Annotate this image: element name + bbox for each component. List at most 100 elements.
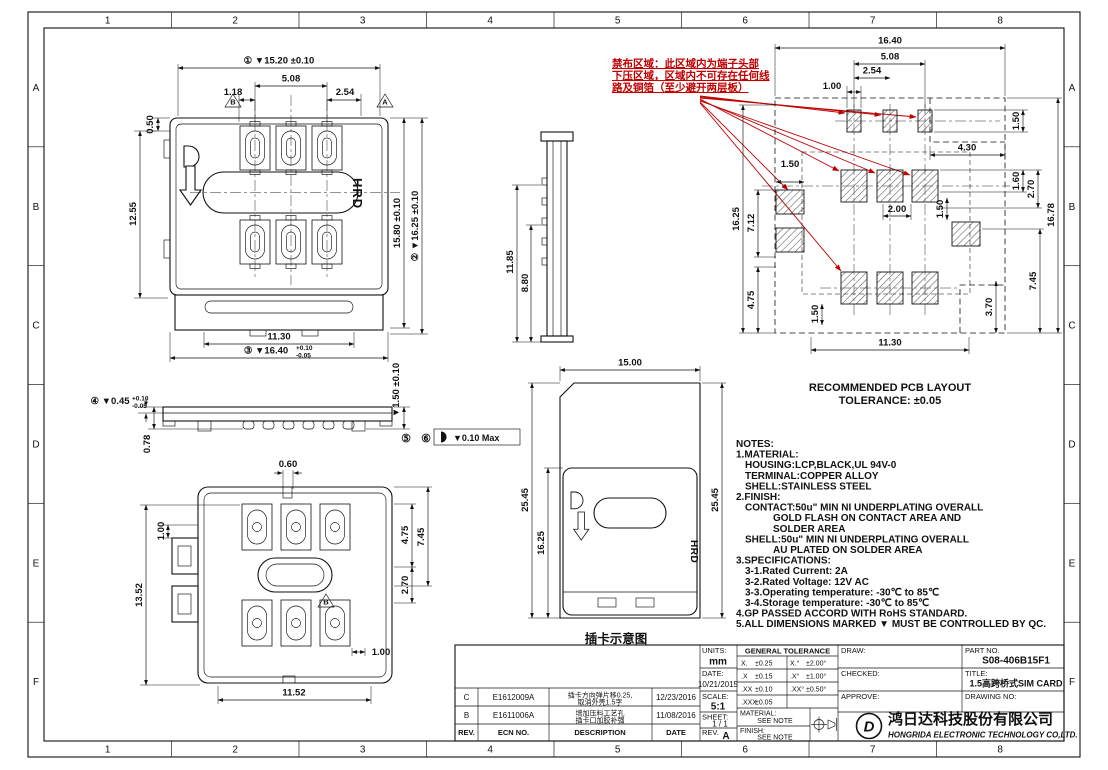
- finish-label: FINISH:: [740, 728, 765, 735]
- pcb-caption-1: RECOMMENDED PCB LAYOUT: [809, 382, 971, 394]
- dim-4-75-bv: 4.75: [400, 525, 411, 544]
- polarity-keyhole: [183, 145, 200, 168]
- dim-16-40-tol-plus: +0.10: [296, 345, 313, 352]
- bottom-view-dimensions: 0.60 13.52 1.00 4.75 7.45 2.70 1.00 11.5…: [134, 459, 432, 704]
- approve-label: APPROVE:: [841, 692, 879, 701]
- dim-7-45-bv: 7.45: [416, 527, 427, 546]
- bottom-view: B: [171, 486, 393, 684]
- pcb-dim-1-50-bottom: 1.50: [810, 305, 821, 324]
- zone-col-label: 2: [232, 745, 238, 756]
- datum-triangle-b: [224, 93, 242, 108]
- rev-desc: 插卡口加胶补强: [576, 716, 625, 725]
- note-line: 2.FINISH:: [736, 492, 780, 503]
- company-name-en: HONGRIDA ELECTRONIC TECHNOLOGY CO,LTD.: [888, 731, 1078, 740]
- tolerance-header: GENERAL TOLERANCE: [745, 647, 830, 656]
- rev-desc: 增加压料工艺孔: [576, 709, 625, 718]
- pcb-dim-16-40: 16.40: [878, 36, 902, 47]
- zone-col-label: 5: [615, 16, 621, 27]
- dim-0-45-tol-plus: +0.10: [132, 396, 149, 403]
- rev-desc: 插卡方向弹片移0.25,: [568, 691, 633, 700]
- date-value: 10/21/2015: [698, 680, 739, 689]
- insert-view-caption: 插卡示意图: [585, 631, 648, 646]
- bottom-view-outline: [197, 486, 393, 684]
- company-logo-letter: D: [864, 719, 875, 736]
- side-view: 11.85 8.80: [505, 131, 574, 343]
- datum-label-a: A: [382, 98, 388, 107]
- rev-header: REV.: [458, 728, 475, 737]
- zone-col-label: 6: [742, 745, 748, 756]
- pcb-dim-3-70: 3.70: [984, 298, 995, 317]
- zone-col-label: 3: [360, 16, 366, 27]
- zone-col-label: 7: [870, 16, 876, 27]
- tol-label: .XX: [741, 687, 753, 694]
- insert-direction-arrow-2: [573, 511, 590, 541]
- zone-col-label: 3: [360, 745, 366, 756]
- note-line: CONTACT:50u" MIN NI UNDERPLATING OVERALL: [745, 503, 983, 514]
- dim-16-40-tol-minus: -0.05: [296, 353, 311, 360]
- material-value: SEE NOTE: [757, 718, 793, 725]
- tol-value: ±0.05: [755, 700, 773, 707]
- dim-0-45-tol-minus: -0.05: [132, 403, 147, 410]
- top-view-dimensions: ① ▼15.20 ±0.10 5.08 1.18 2.54 0.50 12.55…: [128, 56, 428, 362]
- note-line: SHELL:STAINLESS STEEL: [745, 481, 872, 492]
- pcb-dim-1-00: 1.00: [823, 81, 842, 92]
- zone-col-label: 4: [487, 745, 493, 756]
- title-block: C E1612009A 插卡方向弹片移0.25, 取消外壳1.5字 12/23/…: [454, 644, 1078, 742]
- company-logo-icon: [855, 712, 883, 740]
- note-line: GOLD FLASH ON CONTACT AREA AND: [773, 513, 961, 524]
- tol-value: ±0.15: [755, 674, 773, 681]
- zone-col-label: 8: [997, 16, 1003, 27]
- dim-8-80: 8.80: [520, 274, 531, 293]
- company-name-cn: 鸿日达科技股份有限公司: [888, 710, 1053, 728]
- units-label: UNITS:: [702, 646, 727, 655]
- tol-label: .X: [741, 674, 748, 681]
- dim-11-85: 11.85: [505, 250, 516, 274]
- pcb-caption-2: TOLERANCE: ±0.05: [839, 395, 941, 407]
- zone-row-label: F: [33, 677, 39, 688]
- warning-line-1: 禁布区域：此区域内为端子头部: [611, 57, 759, 70]
- note-line: AU PLATED ON SOLDER AREA: [773, 545, 922, 556]
- dim-12-55: 12.55: [128, 201, 139, 225]
- scale-label: SCALE:: [702, 692, 729, 701]
- dim-2-54: 2.54: [336, 87, 355, 98]
- tol-label: X.°: [790, 660, 800, 668]
- dim-15-00: 15.00: [618, 358, 642, 369]
- brand-mark: HRD: [350, 178, 365, 209]
- rev-desc: 取消外壳1.5字: [578, 698, 623, 707]
- dim-11-30: 11.30: [267, 332, 290, 343]
- pcb-dim-2-54: 2.54: [863, 66, 882, 77]
- note-line: HOUSING:LCP,BLACK,UL 94V-0: [745, 460, 897, 471]
- pcb-dim-16-25: 16.25: [731, 206, 742, 230]
- dim-0-45: ④ ▼0.45: [90, 396, 130, 407]
- ecn-header: ECN NO.: [498, 728, 529, 737]
- pcb-outline: [774, 97, 1006, 334]
- dim-1-00-left: 1.00: [156, 522, 167, 541]
- dim-0-78: 0.78: [142, 435, 153, 454]
- pcb-pads: [775, 109, 981, 305]
- center-slot-2: [593, 497, 667, 529]
- draw-label: DRAW:: [841, 646, 866, 655]
- dim-1-18: 1.18: [224, 87, 243, 98]
- sheet-label: SHEET:: [702, 713, 728, 722]
- zone-row-label: A: [1069, 83, 1076, 94]
- tol-label: .X°: [790, 673, 800, 681]
- description-header: DESCRIPTION: [574, 728, 625, 737]
- notes-block: NOTES: 1.MATERIAL: HOUSING:LCP,BLACK,UL …: [736, 439, 1046, 630]
- bottom-center-slot: [257, 557, 333, 593]
- tol-value: ±0.50°: [806, 686, 826, 694]
- zone-col-label: 4: [487, 16, 493, 27]
- finish-value: SEE NOTE: [757, 735, 793, 742]
- tol-label: X.: [741, 661, 748, 668]
- pcb-dim-7-12: 7.12: [746, 214, 757, 233]
- pcb-dim-5-08: 5.08: [881, 52, 900, 63]
- note-line: 3-3.Operating temperature: -30℃ to 85℃: [745, 587, 939, 598]
- projection-symbol-icon: [811, 716, 837, 733]
- tol-value: ±0.10: [755, 687, 773, 694]
- top-view: HRD B A: [163, 93, 400, 337]
- date-header: DATE: [666, 728, 686, 737]
- keepout-warning: 禁布区域：此区域内为端子头部 下压区域，区域内不可存在任何线 路及铜箔（至少避开…: [611, 57, 917, 272]
- tol-value: ±1.00°: [806, 673, 826, 681]
- top-view-housing: [174, 294, 384, 331]
- dim-5-08: 5.08: [282, 74, 301, 85]
